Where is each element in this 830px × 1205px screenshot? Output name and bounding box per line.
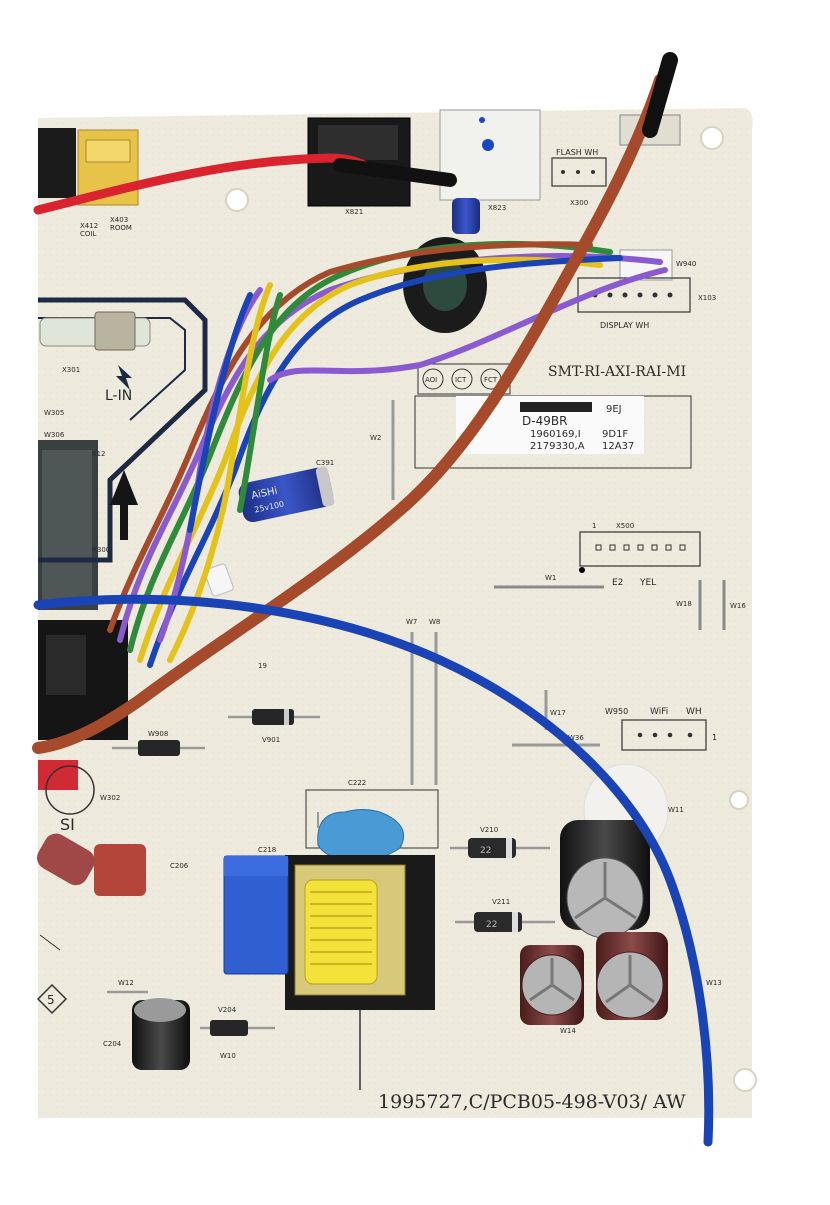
w18-label: W18 <box>676 600 692 608</box>
w11-label: W11 <box>668 806 684 814</box>
resistor <box>37 833 95 886</box>
w302-label: W302 <box>100 794 120 802</box>
n19-label: 19 <box>258 662 267 670</box>
connector-left-black <box>38 128 76 198</box>
wifi-connector <box>621 719 707 751</box>
diode-v901 <box>252 709 294 725</box>
w8-label: W8 <box>429 618 440 626</box>
x301-label: X301 <box>62 366 80 374</box>
one-right-label: 1 <box>712 733 717 742</box>
c222-label: C222 <box>348 779 366 787</box>
mounting-hole <box>700 126 724 150</box>
wire-blue <box>33 594 714 1147</box>
diode-v210 <box>468 838 516 858</box>
capacitor-red-box <box>94 844 146 896</box>
diode-v204 <box>210 1020 248 1036</box>
sticker-row3: 2179330,A <box>530 441 585 452</box>
x500-pin1-label: 1 <box>592 522 596 530</box>
x823-label: X823 <box>488 204 506 212</box>
v210-mark: 22 <box>480 846 491 856</box>
x300-label: X300 <box>570 199 588 207</box>
c391-brand: AiSHi <box>250 486 278 502</box>
w12-label: W12 <box>118 979 134 987</box>
sticker-row1-suffix: 9EJ <box>606 404 622 415</box>
w950-label: W950 <box>605 707 628 716</box>
w17-label: W17 <box>550 709 566 717</box>
w305-label: W305 <box>44 409 64 417</box>
c391-label: C391 <box>316 459 334 467</box>
w16-label: W16 <box>730 602 746 610</box>
yel-label: YEL <box>639 578 656 588</box>
sticker-row1: D-49BR <box>522 414 567 428</box>
x103-label: X103 <box>698 294 716 302</box>
wifi-color-label: WH <box>686 707 702 717</box>
v204-label: V204 <box>218 1006 237 1014</box>
five-label: 5 <box>47 993 55 1007</box>
v211-label: V211 <box>492 898 510 906</box>
w2-label: W2 <box>370 434 381 442</box>
w14-label: W14 <box>560 1027 576 1035</box>
room-label: ROOM <box>110 224 132 232</box>
x821-label: X821 <box>345 208 363 216</box>
model-line: SMT-RI-AXI-RAI-MI <box>548 364 686 380</box>
w940-label: W940 <box>676 260 696 268</box>
k12-label: K12 <box>92 450 106 458</box>
x412-label: X412 <box>80 222 98 230</box>
board-part-number: 1995727,C/PCB05-498-V03/ AW <box>378 1091 686 1113</box>
capacitor-small-blue <box>452 198 480 234</box>
flash-label: FLASH WH <box>556 148 598 157</box>
sticker-row3-suffix: 12A37 <box>602 441 634 452</box>
ict-logo: ICT <box>455 376 467 384</box>
e2-label: E2 <box>612 578 623 588</box>
diode-w908 <box>138 740 180 756</box>
connector-x500 <box>579 531 701 567</box>
si-label: SI <box>60 815 75 834</box>
c206-label: C206 <box>170 862 189 870</box>
c204-label: C204 <box>103 1040 122 1048</box>
cable-tie <box>204 563 234 597</box>
w13-label: W13 <box>706 979 722 987</box>
diode-v211 <box>474 912 522 932</box>
sticker-row2-suffix: 9D1F <box>602 429 628 440</box>
wire-brown <box>32 74 666 754</box>
sticker-row2: 1960169,I <box>530 429 581 440</box>
mounting-hole <box>225 188 249 212</box>
mounting-hole <box>733 1068 757 1092</box>
w1-label: W1 <box>545 574 556 582</box>
v211-mark: 22 <box>486 920 497 930</box>
w7-label: W7 <box>406 618 417 626</box>
aoi-logo: AOI <box>425 376 437 384</box>
wifi-label: WiFi <box>650 707 668 717</box>
w908-label: W908 <box>148 730 168 738</box>
v901-label: V901 <box>262 736 280 744</box>
l-in-label: L-IN <box>105 388 132 404</box>
y-capacitor-blue <box>317 809 405 861</box>
c218-label: C218 <box>258 846 276 854</box>
display-label: DISPLAY WH <box>600 321 649 330</box>
coil-label: COIL <box>80 230 96 238</box>
w10-label: W10 <box>220 1052 236 1060</box>
fct-logo: FCT <box>484 376 498 384</box>
connector-x823 <box>439 109 541 201</box>
wire-harness <box>107 240 668 668</box>
x403-label: X403 <box>110 216 128 224</box>
r300-label: R300 <box>92 546 110 554</box>
capacitor-c391 <box>238 467 334 523</box>
flash-connector <box>551 157 607 187</box>
w36-label: W36 <box>568 734 584 742</box>
x500-label: X500 <box>616 522 634 530</box>
mounting-hole <box>729 790 749 810</box>
v210-label: V210 <box>480 826 498 834</box>
w306-label: W306 <box>44 431 65 439</box>
